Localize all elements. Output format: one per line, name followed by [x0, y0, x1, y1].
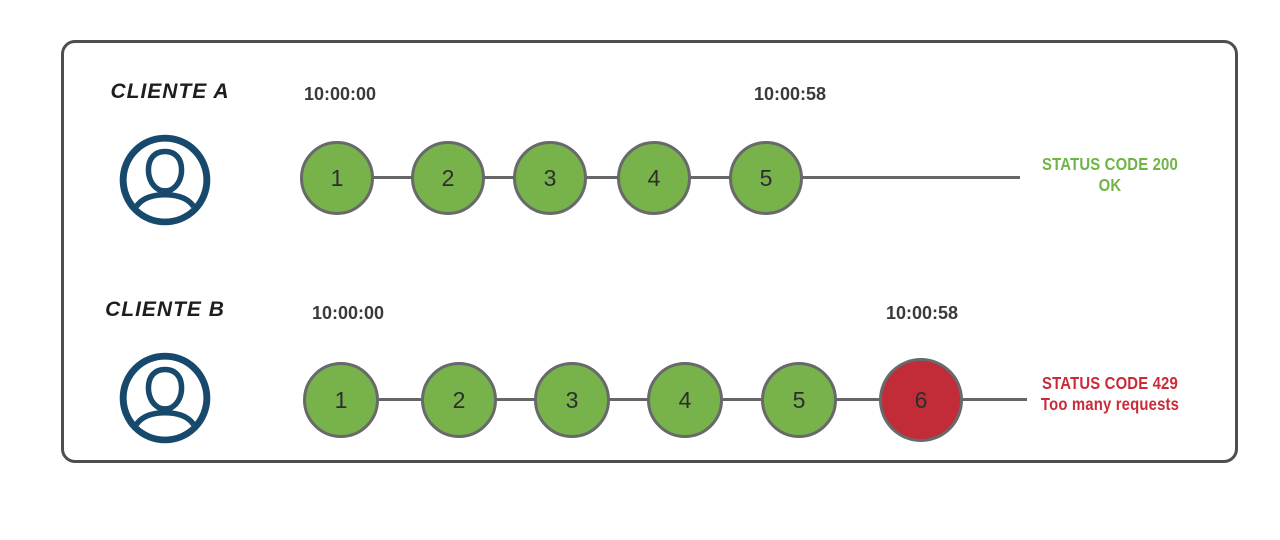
request-number: 2	[452, 386, 466, 413]
client-b-status: STATUS CODE 429 Too many requests	[1034, 373, 1187, 415]
request-circle: 2	[411, 141, 485, 215]
client-a-user-icon	[119, 134, 211, 226]
client-a-label: CLIENTE A	[110, 80, 230, 103]
client-a-start-time: 10:00:00	[303, 84, 377, 104]
client-a-status: STATUS CODE 200 OK	[1034, 154, 1187, 196]
request-circle: 1	[303, 362, 379, 438]
request-number: 1	[330, 164, 344, 191]
client-b-start-time: 10:00:00	[311, 303, 385, 323]
status-message-line: Too many requests	[1040, 394, 1180, 414]
request-circle: 4	[647, 362, 723, 438]
client-b-end-time: 10:00:58	[885, 303, 959, 323]
request-number: 4	[647, 164, 661, 191]
request-number: 4	[678, 386, 692, 413]
status-code-line: STATUS CODE 429	[1042, 373, 1178, 393]
request-number: 3	[565, 386, 579, 413]
request-circle: 4	[617, 141, 691, 215]
request-number: 3	[543, 164, 557, 191]
request-circle: 3	[513, 141, 587, 215]
request-number: 5	[792, 386, 806, 413]
client-a-end-time: 10:00:58	[753, 84, 827, 104]
request-number: 1	[334, 386, 348, 413]
request-circle-rate-limited: 6	[879, 358, 963, 442]
client-b-user-icon	[119, 352, 211, 444]
request-circle: 2	[421, 362, 497, 438]
request-number: 6	[914, 386, 928, 413]
status-code-line: STATUS CODE 200	[1042, 154, 1178, 174]
request-circle: 5	[729, 141, 803, 215]
request-circle: 5	[761, 362, 837, 438]
request-circle: 3	[534, 362, 610, 438]
status-message-line: OK	[1098, 175, 1122, 195]
request-number: 2	[441, 164, 455, 191]
request-circle: 1	[300, 141, 374, 215]
request-number: 5	[759, 164, 773, 191]
client-b-label: CLIENTE B	[105, 298, 225, 321]
